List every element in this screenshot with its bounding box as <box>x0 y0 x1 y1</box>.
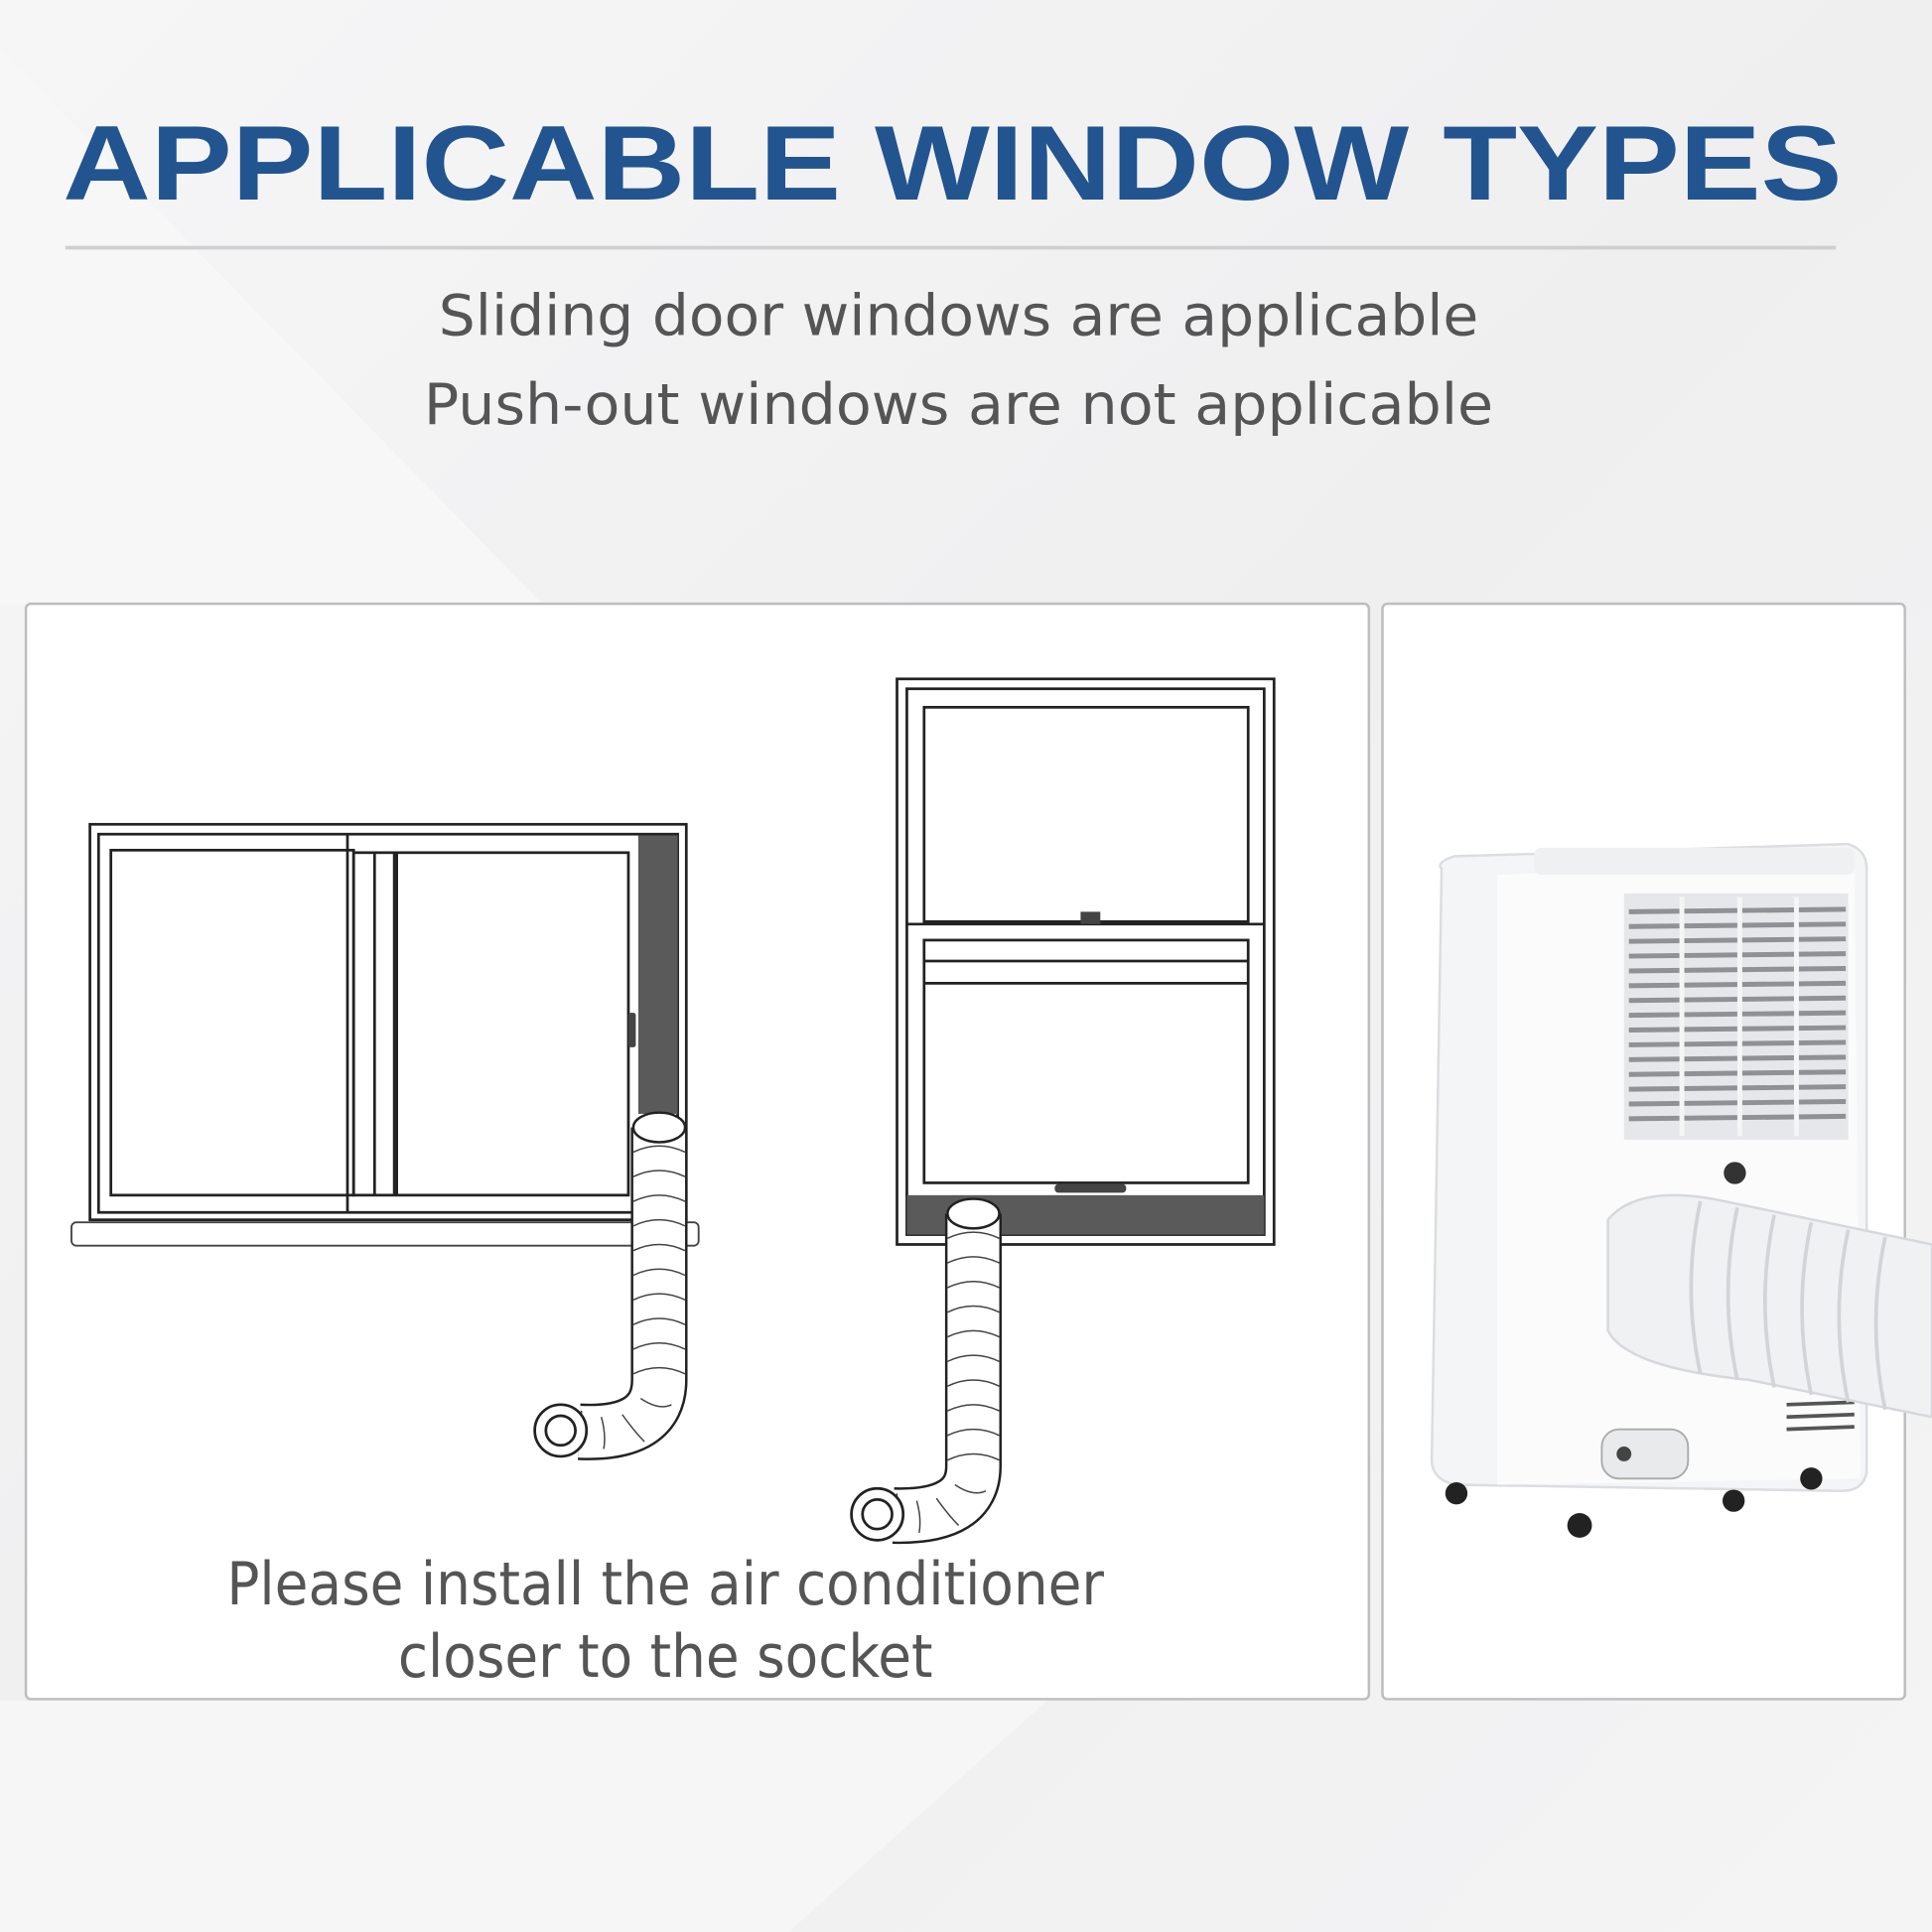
air-conditioner-photo <box>1430 842 1932 1538</box>
sliding-window-illustration <box>70 822 700 1460</box>
hung-window-illustration <box>850 677 1276 1545</box>
background-facet <box>0 49 543 605</box>
install-note-line2: closer to the socket <box>398 1623 933 1692</box>
subtitle-applicable: Sliding door windows are applicable <box>439 284 1478 349</box>
page-title: APPLICABLE WINDOW TYPES <box>63 103 1842 222</box>
background-facet <box>0 1700 1047 1932</box>
diagram-panel <box>24 602 1371 1701</box>
subtitle-not-applicable: Push-out windows are not applicable <box>424 372 1493 438</box>
install-note-line1: Please install the air conditioner <box>226 1551 1104 1619</box>
